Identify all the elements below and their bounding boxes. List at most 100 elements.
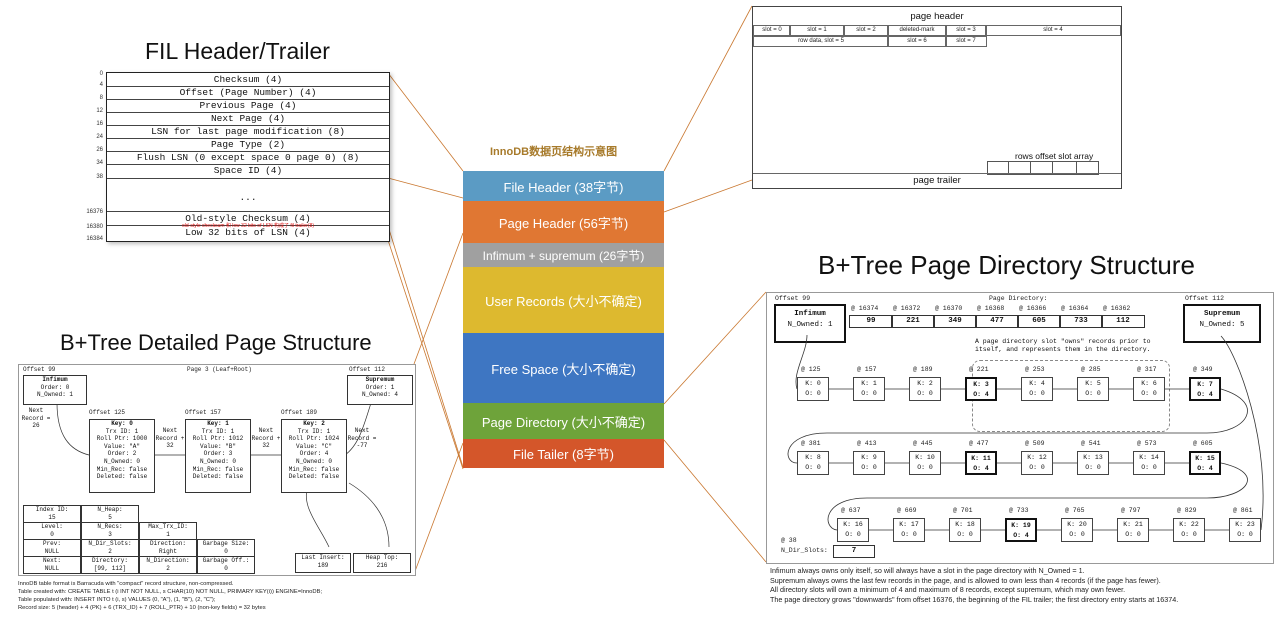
record-key: K: 3 [973, 381, 989, 388]
det-footer-line: Table created with: CREATE TABLE t (i IN… [18, 589, 323, 595]
det-record-line: Roll Ptr: 1012 [192, 435, 244, 443]
record-owned: O: 0 [861, 390, 877, 397]
ndir-at: @ 38 [781, 537, 797, 544]
det-table-val: 15 [48, 513, 56, 521]
record-owned: O: 0 [845, 531, 861, 538]
det-record-line: Trx ID: 1 [105, 427, 139, 435]
det-table-val: 5 [108, 513, 112, 521]
file-header-segment: File Header (38字节) [463, 171, 664, 201]
stack-title: InnoDB数据页结构示意图 [490, 146, 618, 158]
fil-row: Checksum (4) [107, 73, 389, 87]
pd-slot-address: @ 16372 [893, 305, 921, 312]
record-key: K: 9 [861, 454, 877, 461]
slot-cell: slot = 6 [887, 36, 947, 47]
infimum-label: Infimum [794, 310, 826, 318]
fil-offset: 24 [96, 134, 103, 140]
pd-slot-value: 112 [1101, 315, 1145, 328]
fil-title: FIL Header/Trailer [145, 38, 330, 64]
record-owned: O: 4 [973, 465, 989, 472]
det-supremum-box: Supremum Order: 1 N_Owned: 4 [347, 375, 413, 405]
det-supremum-line: Supremum [365, 376, 395, 383]
slot-cell: slot = 3 [945, 25, 987, 36]
record-owned: O: 0 [1085, 390, 1101, 397]
record-address: @ 701 [953, 507, 973, 514]
fil-row: ... [107, 178, 389, 212]
record-key: K: 23 [1235, 521, 1255, 528]
pd-slot-address: @ 16370 [935, 305, 963, 312]
det-table-cell: Max_Trx_ID:1 [139, 522, 197, 540]
det-table-key: N_Dir_Slots: [88, 540, 132, 547]
rows-offset-slot-array-label: rows offset slot array [1015, 151, 1094, 161]
pd-slot-value: 477 [975, 315, 1019, 328]
det-table-cell: Garbage Off.:0 [197, 556, 255, 574]
detailed-page-diagram: Offset 99 Page 3 (Leaf+Root) Offset 112 … [18, 364, 416, 576]
record-key: K: 13 [1083, 454, 1103, 461]
det-record-line: Trx ID: 1 [297, 427, 331, 435]
det-record-line: Roll Ptr: 1024 [288, 435, 340, 443]
fil-row: Offset (Page Number) (4) [107, 86, 389, 100]
fil-row: Space ID (4) [107, 164, 389, 179]
det-table-cell: N_Heap:5 [81, 505, 139, 523]
record-address: @ 157 [857, 366, 877, 373]
det-footer-line: Table populated with: INSERT INTO t (i, … [18, 597, 216, 603]
det-record-line: Deleted: false [96, 473, 148, 481]
dir-title: B+Tree Page Directory Structure [818, 250, 1195, 280]
offset-array-cells [987, 161, 1099, 175]
slot-cell: slot = 4 [985, 25, 1121, 36]
record-address: @ 445 [913, 440, 933, 447]
det-table-cell: N_Recs:3 [81, 522, 139, 540]
det-record-line: Deleted: false [192, 473, 244, 481]
supremum-label: Supremum [1203, 310, 1240, 318]
det-table-key: Direction: [149, 540, 186, 547]
record-owned: O: 0 [957, 531, 973, 538]
det-table-key: Garbage Size: [202, 540, 250, 547]
record-owned: O: 0 [1069, 531, 1085, 538]
owns-note: A page directory slot "owns" records pri… [975, 338, 1151, 353]
heap-top-value: 216 [376, 561, 388, 569]
det-record-line: Roll Ptr: 1000 [96, 435, 148, 443]
slot-cell: slot = 1 [789, 25, 845, 36]
supremum-box: Supremum N_Owned: 5 [1183, 304, 1261, 343]
record-owned: O: 0 [1237, 531, 1253, 538]
free-space-segment: Free Space (大小不确定) [463, 333, 664, 403]
record-owned: O: 0 [1085, 464, 1101, 471]
fil-offset: 34 [96, 160, 103, 166]
pd-slot-value: 605 [1017, 315, 1061, 328]
record-owned: O: 4 [1197, 465, 1213, 472]
page-trailer-label: page trailer [753, 173, 1121, 186]
record-address: @ 477 [969, 440, 989, 447]
record-address: @ 317 [1137, 366, 1157, 373]
last-insert-value: 189 [317, 561, 329, 569]
dir-notes: Infimum always owns only itself, so will… [770, 566, 1178, 604]
record-key: K: 17 [899, 521, 919, 528]
det-table-val: 2 [108, 547, 112, 555]
record-address: @ 541 [1081, 440, 1101, 447]
det-table-cell: Directory:[99, 112] [81, 556, 139, 574]
det-table-cell: N_Dir_Slots:2 [81, 539, 139, 557]
offset-99-label: Offset 99 [775, 295, 811, 302]
heap-top-box: Heap Top: 216 [353, 553, 411, 573]
supremum-owned: N_Owned: 5 [1199, 321, 1245, 329]
infimum-box: Infimum N_Owned: 1 [774, 304, 846, 343]
record-address: @ 797 [1121, 507, 1141, 514]
record-box: K: 23 O: 0 [1229, 518, 1261, 542]
det-table-key: Garbage Off.: [202, 557, 250, 564]
file-tailer-segment: File Tailer (8字节) [463, 439, 664, 468]
det-table-key: Directory: [91, 557, 128, 564]
det-table-key: Index ID: [35, 506, 69, 513]
fil-row: Page Type (2) [107, 138, 389, 152]
slot-cell: row data, slot = 5 [753, 36, 889, 47]
record-owned: O: 0 [1141, 390, 1157, 397]
det-table-cell: Direction:Right [139, 539, 197, 557]
